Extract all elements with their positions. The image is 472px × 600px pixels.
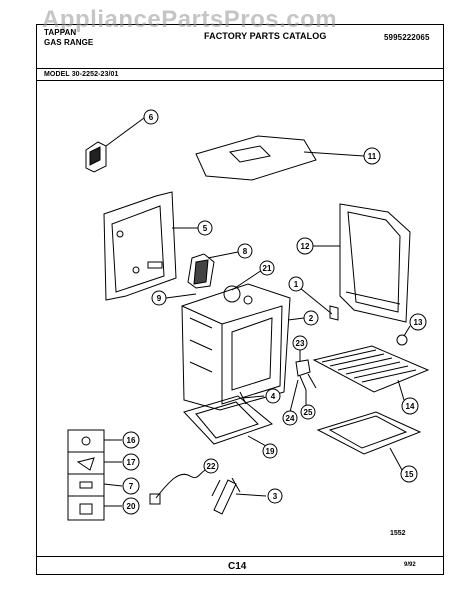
model-divider — [36, 80, 444, 81]
part-15-broiler-pan — [316, 411, 422, 455]
part-19-bottom-panel — [183, 395, 274, 445]
callout-19: 19 — [262, 443, 278, 459]
callout-20: 20 — [122, 497, 140, 515]
svg-text:16: 16 — [127, 436, 136, 445]
callout-8: 8 — [237, 243, 253, 259]
svg-text:23: 23 — [296, 339, 305, 348]
brand-label: TAPPAN — [44, 28, 77, 37]
svg-text:20: 20 — [127, 502, 136, 511]
callout-7: 7 — [122, 477, 140, 495]
part-1-screw — [329, 305, 339, 321]
svg-text:6: 6 — [149, 113, 154, 122]
svg-text:15: 15 — [405, 470, 414, 479]
svg-text:19: 19 — [266, 447, 275, 456]
part-5-back-panel — [103, 191, 177, 301]
footer-divider — [36, 556, 444, 557]
page-number: C14 — [228, 561, 247, 572]
svg-text:17: 17 — [127, 458, 136, 467]
doc-number: 5995222065 — [384, 33, 430, 42]
callout-13: 13 — [409, 313, 427, 331]
svg-text:21: 21 — [263, 264, 272, 273]
svg-text:2: 2 — [309, 314, 314, 323]
part-3-igniter — [211, 477, 241, 515]
callout-25: 25 — [300, 404, 316, 420]
callout-23: 23 — [292, 335, 308, 351]
callout-2: 2 — [303, 310, 319, 326]
svg-text:14: 14 — [406, 402, 415, 411]
callout-21: 21 — [259, 260, 275, 276]
svg-text:12: 12 — [301, 242, 310, 251]
hinge-parts — [295, 359, 317, 391]
header-divider — [36, 68, 444, 69]
part-11-top-panel — [195, 135, 317, 181]
callout-16: 16 — [122, 431, 140, 449]
svg-text:5: 5 — [203, 224, 208, 233]
oven-body — [181, 283, 291, 411]
callout-17: 17 — [122, 453, 140, 471]
catalog-title: FACTORY PARTS CATALOG — [204, 31, 327, 41]
callout-11: 11 — [363, 147, 381, 165]
callout-9: 9 — [151, 290, 167, 306]
part-22-wire — [155, 465, 215, 499]
svg-text:1: 1 — [294, 280, 299, 289]
callout-24: 24 — [282, 410, 298, 426]
small-parts-box — [67, 429, 105, 521]
product-label: GAS RANGE — [44, 38, 94, 47]
revision-date: 9/92 — [404, 562, 416, 568]
callout-6a: 6 — [143, 109, 159, 125]
model-label: MODEL 30-2252-23/01 — [44, 71, 119, 78]
svg-text:7: 7 — [129, 482, 134, 491]
part-8-burner-box — [187, 253, 215, 289]
svg-text:25: 25 — [304, 408, 313, 417]
part-14-oven-rack — [312, 345, 430, 393]
drawing-number: 1552 — [390, 530, 406, 537]
svg-text:24: 24 — [286, 414, 295, 423]
part-22-plug — [149, 493, 161, 505]
svg-text:9: 9 — [157, 294, 162, 303]
svg-text:8: 8 — [243, 247, 248, 256]
part-13-knob — [396, 334, 408, 346]
callout-14: 14 — [401, 397, 419, 415]
callout-12: 12 — [296, 237, 314, 255]
callout-3: 3 — [267, 488, 283, 504]
svg-text:22: 22 — [207, 462, 216, 471]
diagram-frame — [36, 24, 444, 575]
svg-text:13: 13 — [414, 318, 423, 327]
watermark: AppliancePartsPros.com — [42, 6, 338, 33]
callout-5: 5 — [197, 220, 213, 236]
callout-15: 15 — [400, 465, 418, 483]
part-6-bracket — [85, 141, 107, 173]
callout-1: 1 — [288, 276, 304, 292]
callout-4: 4 — [265, 388, 281, 404]
svg-text:3: 3 — [273, 492, 278, 501]
part-12-side-panel — [339, 203, 411, 323]
callout-22: 22 — [203, 458, 219, 474]
svg-text:4: 4 — [271, 392, 276, 401]
svg-text:11: 11 — [368, 152, 377, 161]
